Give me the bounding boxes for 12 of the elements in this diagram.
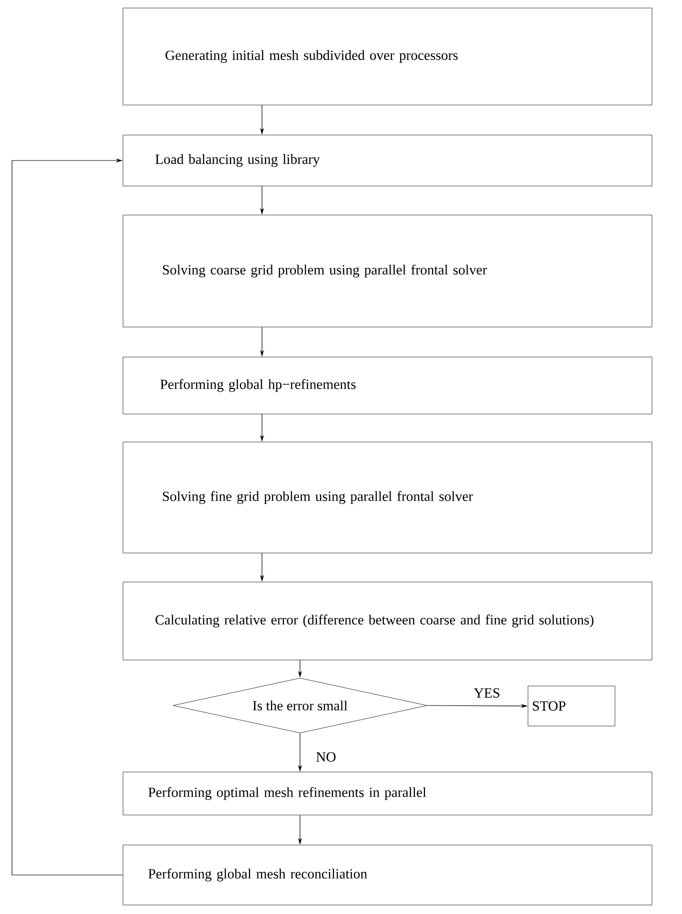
arrow (12, 158, 124, 876)
process-box: Performing global hp−refinements (122, 356, 652, 414)
process-box: Performing global mesh reconciliation (122, 844, 652, 906)
process-box: Calculating relative error (difference between coarse and fine grid solutions) (122, 582, 652, 660)
terminal-box: STOP (528, 686, 616, 726)
process-box: Load balancing using library (122, 134, 652, 186)
process-box: Solving fine grid problem using parallel frontal solver (122, 442, 652, 554)
edge-label: YES (472, 687, 502, 699)
process-box: Generating initial mesh subdivided over processors (122, 8, 652, 106)
process-box: Solving coarse grid problem using parallel frontal solver (122, 214, 652, 328)
process-box: Performing optimal mesh refinements in parallel (122, 772, 652, 816)
edge-label: NO (314, 751, 338, 763)
